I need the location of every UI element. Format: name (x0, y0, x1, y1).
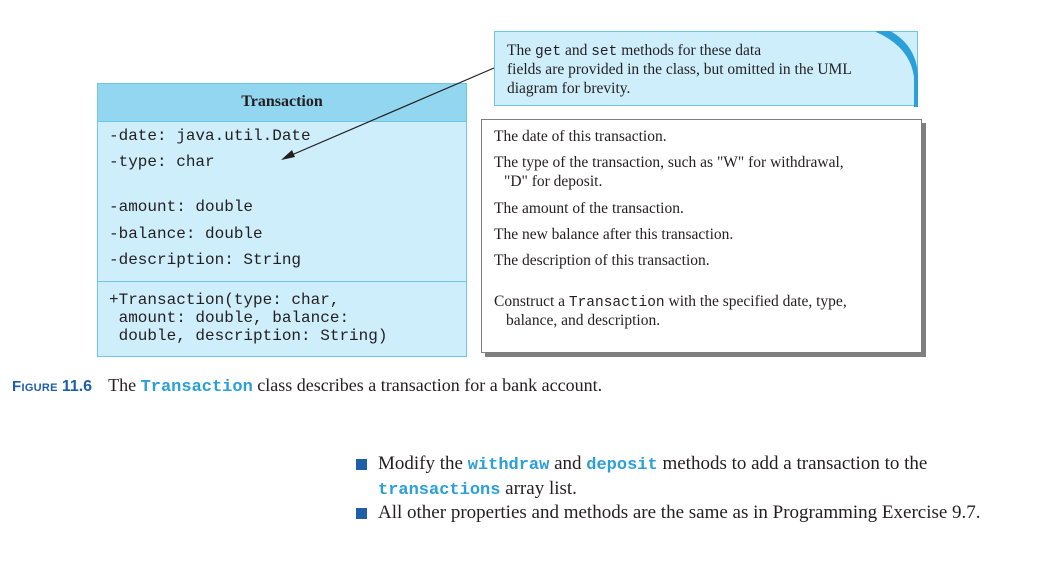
desc-constructor-pre: Construct a (494, 293, 569, 310)
desc-constructor-code: Transaction (568, 295, 665, 311)
callout-pre: The (507, 42, 535, 59)
desc-type-line-2: "D" for deposit. (504, 173, 603, 190)
bullet-1-mid: and (549, 453, 587, 474)
bullet-1-code-withdraw: withdraw (467, 456, 550, 475)
desc-balance: The new balance after this transaction. (494, 226, 734, 243)
callout-get-code: get (534, 44, 562, 60)
bullet-1-line-1: Modify the withdraw and deposit methods … (378, 452, 927, 478)
description-box: The date of this transaction. The type o… (481, 119, 922, 353)
callout-and: and (561, 42, 592, 59)
desc-amount: The amount of the transaction. (494, 200, 684, 217)
callout-set-code: set (591, 44, 618, 60)
desc-date: The date of this transaction. (494, 128, 667, 145)
desc-constructor-line-2: balance, and description. (506, 312, 661, 329)
callout-note: The get and set methods for these data f… (494, 31, 918, 106)
uml-constructor-line-2: amount: double, balance: (109, 309, 350, 327)
bullet-1-end: array list. (500, 478, 577, 499)
desc-constructor-post: with the specified date, type, (664, 293, 847, 310)
callout-line-1: The get and set methods for these data (507, 41, 761, 62)
caption-text-post: class describes a transaction for a bank… (252, 375, 603, 395)
callout-curl (876, 31, 918, 107)
caption-text-pre: The (108, 375, 141, 395)
uml-field-description: -description: String (109, 251, 302, 269)
bullet-1-code-deposit: deposit (586, 456, 658, 475)
bullet-1-line-2: transactions array list. (378, 477, 577, 503)
callout-line-2: fields are provided in the class, but om… (507, 61, 852, 78)
bullet-2: All other properties and methods are the… (378, 502, 981, 523)
uml-field-balance: -balance: double (109, 225, 263, 243)
uml-constructor-line-1: +Transaction(type: char, (109, 291, 340, 309)
bullet-square-1 (356, 459, 367, 470)
bullet-square-2 (356, 508, 367, 519)
desc-constructor-line-1: Construct a Transaction with the specifi… (494, 292, 847, 313)
callout-post: methods for these data (617, 42, 762, 59)
uml-field-amount: -amount: double (109, 198, 254, 216)
uml-class-name: Transaction (98, 84, 466, 122)
uml-field-type: -type: char (109, 153, 215, 171)
caption-code: Transaction (140, 378, 253, 397)
callout-line-3: diagram for brevity. (507, 80, 631, 97)
figure-number: 11.6 (61, 378, 93, 395)
uml-field-date: -date: java.util.Date (109, 127, 311, 145)
desc-type-line-1: The type of the transaction, such as "W"… (494, 154, 844, 171)
uml-constructor-line-3: double, description: String) (109, 327, 388, 345)
figure-label: Figure (12, 378, 58, 395)
bullet-1-code-transactions: transactions (378, 481, 501, 500)
bullet-1-pre: Modify the (378, 453, 468, 474)
uml-class-box: Transaction -date: java.util.Date -type:… (97, 83, 467, 357)
bullet-1-post: methods to add a transaction to the (657, 453, 928, 474)
desc-description: The description of this transaction. (494, 252, 710, 269)
uml-separator (98, 281, 466, 282)
